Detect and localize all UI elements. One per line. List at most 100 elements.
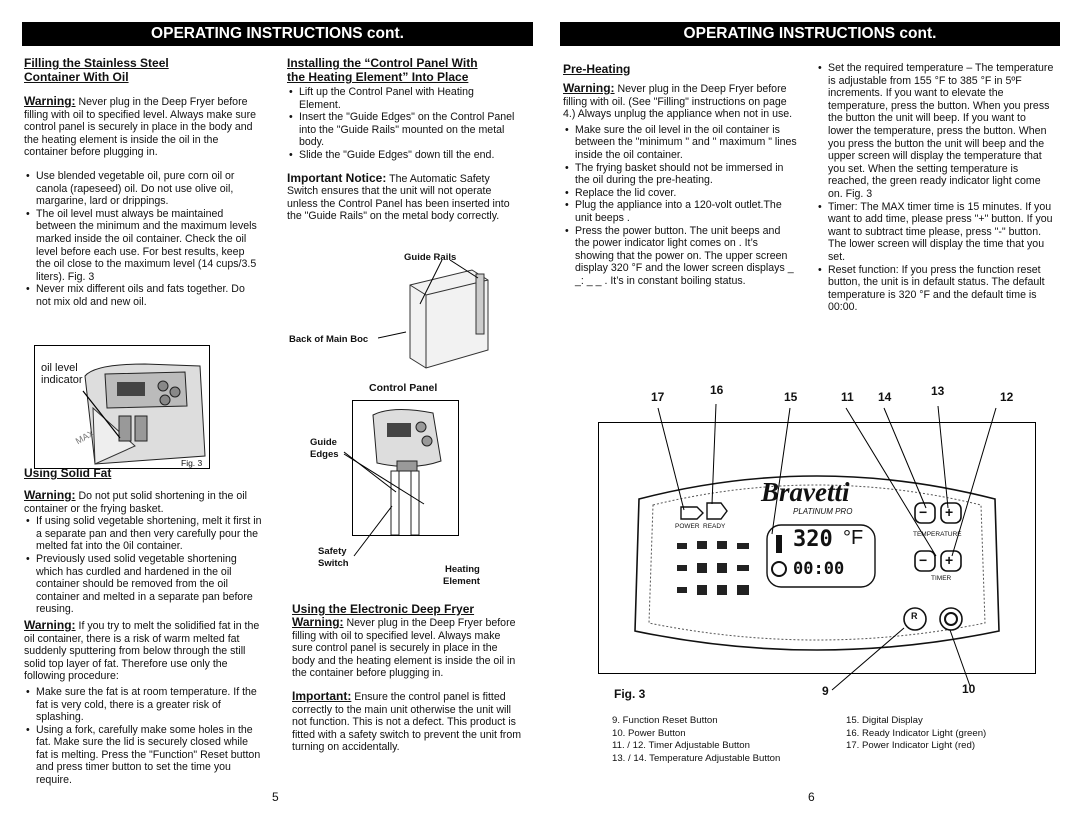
temp-minus-icon: − — [919, 504, 928, 520]
warning-paragraph-2: Warning: Never plug in the Deep Fryer be… — [292, 616, 522, 680]
list-item: Previously used solid vegetable shorteni… — [24, 553, 262, 616]
panel-outline-illustration — [634, 475, 1000, 651]
callout-16: 16 — [710, 383, 724, 397]
temp-display: 320 — [793, 527, 833, 552]
callout-17: 17 — [651, 390, 665, 404]
callout-10: 10 — [962, 682, 976, 696]
warning-label: Warning: — [24, 94, 76, 108]
control-panel-illustration — [372, 409, 442, 536]
right-page-header: OPERATING INSTRUCTIONS cont. — [560, 22, 1060, 46]
power-label: POWER — [675, 523, 700, 530]
list-item: Using a fork, carefully make some holes … — [24, 724, 262, 787]
callout-13: 13 — [931, 384, 945, 398]
callout-14: 14 — [878, 390, 892, 404]
timer-label: TIMER — [931, 575, 952, 582]
guide-edges-pointers — [343, 451, 425, 505]
temp-plus-icon: + — [945, 504, 954, 520]
temp-unit: °F — [843, 527, 864, 549]
section-heading-filling-2: Container With Oil — [24, 70, 129, 84]
list-item: If using solid vegetable shortening, mel… — [24, 515, 262, 553]
safety-label: Safety — [318, 546, 347, 557]
section-heading-preheating: Pre-Heating — [563, 62, 631, 76]
guide-rails-label: Guide Rails — [404, 252, 457, 263]
oil-bullet-list: Use blended vegetable oil, pure corn oil… — [24, 170, 262, 309]
edges-label: Edges — [310, 449, 339, 460]
list-item: Press the power button. The unit beeps a… — [563, 225, 797, 288]
warning3-paragraph: Warning: If you try to melt the solidifi… — [24, 619, 262, 683]
switch-label: Switch — [318, 558, 349, 569]
control-panel-figure — [352, 400, 459, 536]
legend-item: 13. / 14. Temperature Adjustable Button — [612, 752, 781, 764]
left-page-header: OPERATING INSTRUCTIONS cont. — [22, 22, 533, 46]
important-text: Ensure the control panel is fitted corre… — [292, 690, 522, 754]
element-label: Element — [443, 576, 480, 587]
list-item: The oil level must always be maintained … — [24, 208, 262, 284]
warning-text-2: Never plug in the Deep Fryer before fill… — [292, 617, 516, 680]
warning3-text: If you try to melt the solidified fat in… — [24, 619, 260, 683]
callout-15: 15 — [784, 390, 798, 404]
column-4: Set the required temperature – The tempe… — [816, 62, 1054, 314]
column-3: Pre-Heating Warning: Never plug in the D… — [563, 62, 797, 288]
list-item: Timer: The MAX timer time is 15 minutes.… — [816, 201, 1054, 264]
oil-level-label: oil level indicator — [41, 362, 83, 386]
warning3-label: Warning: — [24, 617, 76, 632]
callout-12: 12 — [1000, 390, 1014, 404]
section-heading-install-2: the Heating Element” Into Place — [287, 70, 469, 84]
sub-brand: PLATINUM PRO — [793, 507, 853, 516]
back-body-pointer — [378, 331, 407, 339]
time-display: 00:00 — [793, 559, 845, 579]
temperature-label: TEMPERATURE — [913, 531, 962, 538]
oil-level-figure: oil level indicator MAX Fig. 3 — [34, 345, 210, 469]
list-item: Slide the "Guide Edges" down till the en… — [287, 149, 517, 162]
page-number-right: 6 — [808, 790, 815, 804]
legend-item: 11. / 12. Timer Adjustable Button — [612, 740, 750, 752]
section-heading-electronic: Using the Electronic Deep Fryer — [292, 602, 475, 616]
ready-label: READY — [703, 523, 726, 530]
legend-item: 17. Power Indicator Light (red) — [846, 740, 976, 752]
legend-item: 16. Ready Indicator Light (green) — [846, 727, 987, 739]
list-item: Reset function: If you press the functio… — [816, 264, 1054, 314]
guide-label: Guide — [310, 437, 337, 448]
list-item: Use blended vegetable oil, pure corn oil… — [24, 170, 262, 208]
legend-item: 10. Power Button — [612, 727, 686, 739]
back-of-body-label: Back of Main Boc — [289, 334, 369, 345]
safety-switch-pointer — [353, 505, 393, 557]
solid-fat-bullets: If using solid vegetable shortening, mel… — [24, 515, 262, 616]
warning2-paragraph: Warning: Do not put solid shortening in … — [24, 489, 262, 515]
column-2: Installing the “Control Panel With the H… — [287, 56, 517, 223]
list-item: Make sure the fat is at room temperature… — [24, 686, 262, 724]
fryer-illustration — [82, 363, 206, 465]
list-item: Set the required temperature – The tempe… — [816, 62, 1054, 201]
list-item: Replace the lid cover. — [563, 187, 797, 200]
timer-minus-icon: − — [919, 552, 928, 568]
legend-item: 9. Function Reset Button — [612, 715, 718, 726]
control-panel-diagram: Bravetti PLATINUM PRO POWER READY 320 °F… — [598, 422, 1036, 674]
procedure-bullets: Make sure the fat is at room temperature… — [24, 686, 262, 787]
column-1: Filling the Stainless Steel Container Wi… — [24, 56, 262, 309]
settings-bullets: Set the required temperature – The tempe… — [816, 62, 1054, 314]
brand-logo: Bravetti — [761, 477, 850, 507]
fig-caption: Fig. 3 — [181, 458, 203, 468]
callout-11: 11 — [841, 390, 854, 404]
warning2-text: Do not put solid shortening in the oil c… — [24, 490, 247, 515]
heating-label: Heating — [445, 564, 480, 575]
column-1-lower: Using Solid Fat Warning: Do not put soli… — [24, 466, 262, 787]
section-heading-filling-1: Filling the Stainless Steel — [24, 56, 169, 70]
section-heading-solid-fat: Using Solid Fat — [24, 466, 112, 480]
fig3-caption: Fig. 3 — [614, 687, 646, 701]
warning2-label: Warning: — [24, 488, 76, 502]
callout-leader-lines — [657, 403, 997, 691]
column-2-lower: Using the Electronic Deep Fryer Warning:… — [292, 602, 522, 754]
warning-text: Never plug in the Deep Fryer before fill… — [24, 96, 256, 159]
legend-left: 9. Function Reset Button 10. Power Butto… — [612, 715, 780, 765]
warning-label-2: Warning: — [292, 615, 344, 629]
preheat-warning-label: Warning: — [563, 81, 615, 95]
important-label: Important: — [292, 688, 352, 703]
list-item: Lift up the Control Panel with Heating E… — [287, 86, 517, 111]
list-item: The frying basket should not be immersed… — [563, 162, 797, 187]
notice-paragraph: Important Notice: The Automatic Safety S… — [287, 171, 517, 223]
callout-9: 9 — [822, 684, 829, 698]
legend-right: 15. Digital Display 16. Ready Indicator … — [846, 715, 986, 753]
list-item: Never mix different oils and fats togeth… — [24, 283, 262, 308]
guide-rails-illustration — [409, 260, 489, 369]
